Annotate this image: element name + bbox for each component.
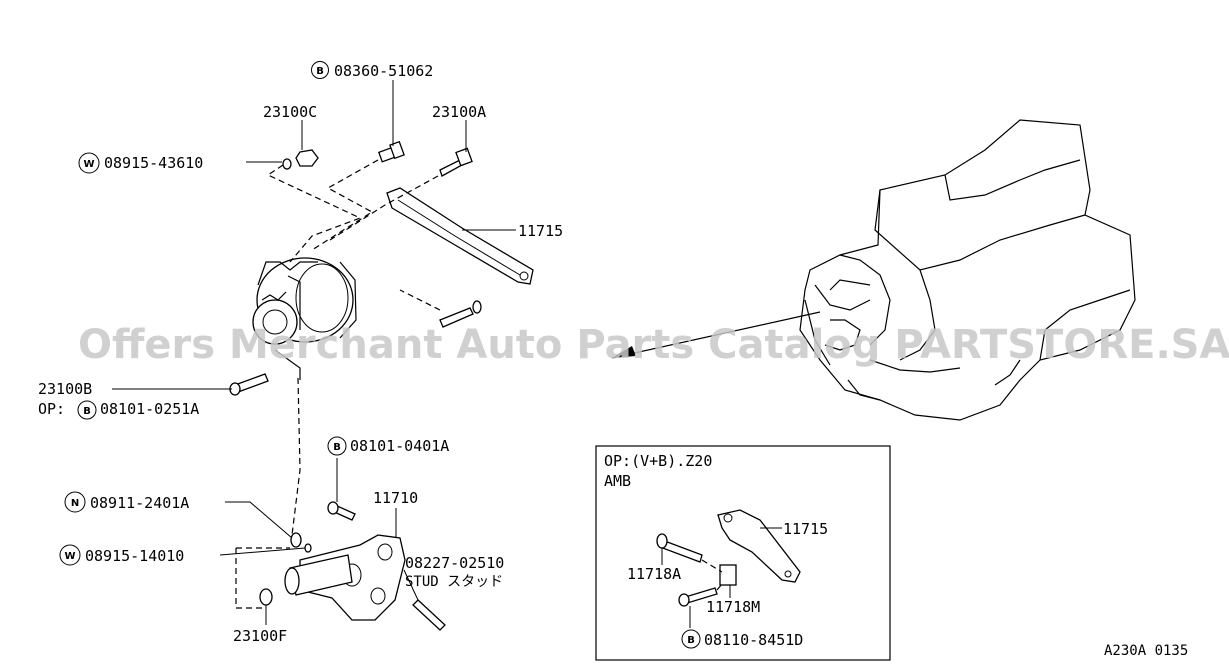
part-label-08101-0401A: 08101-0401A <box>350 437 449 455</box>
part-label-11710: 11710 <box>373 489 418 507</box>
part-label-23100F: 23100F <box>233 627 287 645</box>
bolt-symbol-letter: B <box>333 442 341 453</box>
bolt-symbol-circle <box>681 629 701 649</box>
inset-part-label-11718M: 11718M <box>706 598 760 616</box>
inset-part-label-11718A: 11718A <box>627 565 681 583</box>
inset-subtitle: AMB <box>604 472 631 490</box>
bolt-symbol-circle <box>77 400 97 420</box>
bolt-symbol-circle <box>327 436 347 456</box>
part-label-23100C: 23100C <box>263 103 317 121</box>
part-labels: B 08360-51062 23100C 23100A W 08915-4361… <box>38 61 563 645</box>
nut-symbol-letter: N <box>71 498 79 509</box>
alternator-drawing <box>252 257 357 380</box>
fasteners-drawing <box>229 140 482 396</box>
bolt-symbol-letter: B <box>316 66 324 77</box>
bolt-symbol-letter: B <box>83 406 91 417</box>
part-label-23100B: 23100B <box>38 380 92 398</box>
washer-symbol-circle <box>78 152 100 174</box>
mounting-bracket-drawing <box>259 501 446 631</box>
part-label-08360-51062: 08360-51062 <box>334 62 433 80</box>
part-label-23100A: 23100A <box>432 103 486 121</box>
part-label-11715: 11715 <box>518 222 563 240</box>
bolt-symbol-circle <box>311 61 329 79</box>
washer-symbol-letter: W <box>83 159 94 170</box>
part-label-08911-2401A: 08911-2401A <box>90 494 189 512</box>
location-arrow <box>611 311 821 359</box>
option-prefix: OP: <box>38 400 65 418</box>
leader-lines <box>112 80 516 625</box>
bolt-symbol-letter: B <box>687 635 695 646</box>
figure-code: A230A 0135 <box>1104 643 1188 659</box>
part-label-stud: STUD スタッド <box>405 574 503 590</box>
part-label-08915-14010: 08915-14010 <box>85 547 184 565</box>
inset-part-label-11715: 11715 <box>783 520 828 538</box>
watermark-text: Offers Merchant Auto Parts Catalog PARTS… <box>78 322 1229 368</box>
inset-part-label-08110-8451D: 08110-8451D <box>704 631 803 649</box>
assembly-dashed-lines <box>235 159 441 609</box>
inset-title: OP:(V+B).Z20 <box>604 452 712 470</box>
option-inset-panel: OP:(V+B).Z20 AMB 11715 11718A 11718M B 0… <box>595 445 891 661</box>
engine-block-drawing <box>799 119 1136 421</box>
part-label-08101-0251A: 08101-0251A <box>100 400 199 418</box>
part-label-08915-43610: 08915-43610 <box>104 154 203 172</box>
part-label-08227-02510: 08227-02510 <box>405 554 504 572</box>
nut-symbol-circle <box>64 491 86 513</box>
washer-symbol-circle <box>59 544 81 566</box>
washer-symbol-letter: W <box>64 551 75 562</box>
adjusting-bracket-drawing <box>386 187 534 285</box>
